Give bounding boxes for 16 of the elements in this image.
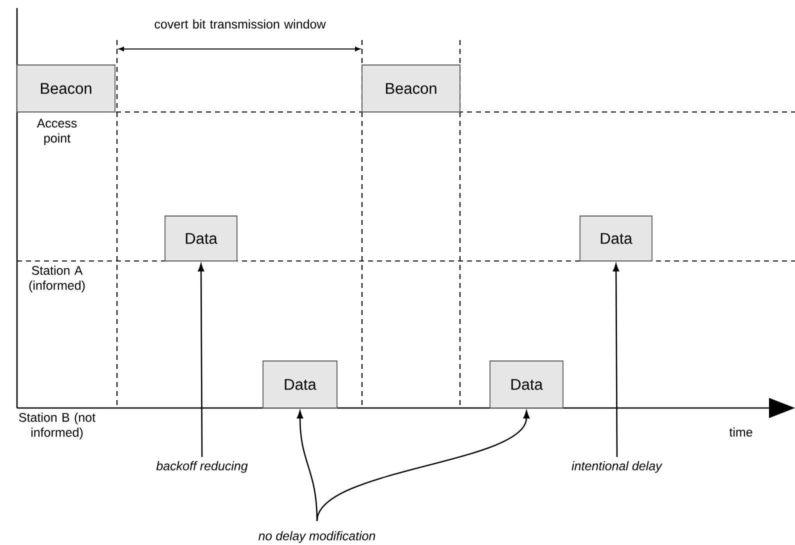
frame-box: Beacon: [362, 64, 460, 112]
frame-box: Data: [164, 216, 238, 262]
arrow: [198, 264, 204, 457]
label-text: time: [729, 427, 752, 437]
frame-box: Beacon: [16, 64, 116, 112]
label-text: covert bit transmission window: [154, 19, 326, 29]
annotation-text: backoff reducing: [156, 461, 248, 473]
frame-box: Data: [580, 216, 652, 262]
label-text: Station B (not informed): [19, 412, 96, 440]
arrow: [613, 264, 620, 457]
label-text: Station A (informed): [29, 266, 85, 292]
annotation-text: no delay modification: [258, 531, 376, 543]
frame-box: Data: [262, 360, 338, 408]
arrow: [316, 410, 530, 522]
frame-box: Data: [490, 360, 564, 408]
annotation-text: intentional delay: [572, 461, 662, 473]
